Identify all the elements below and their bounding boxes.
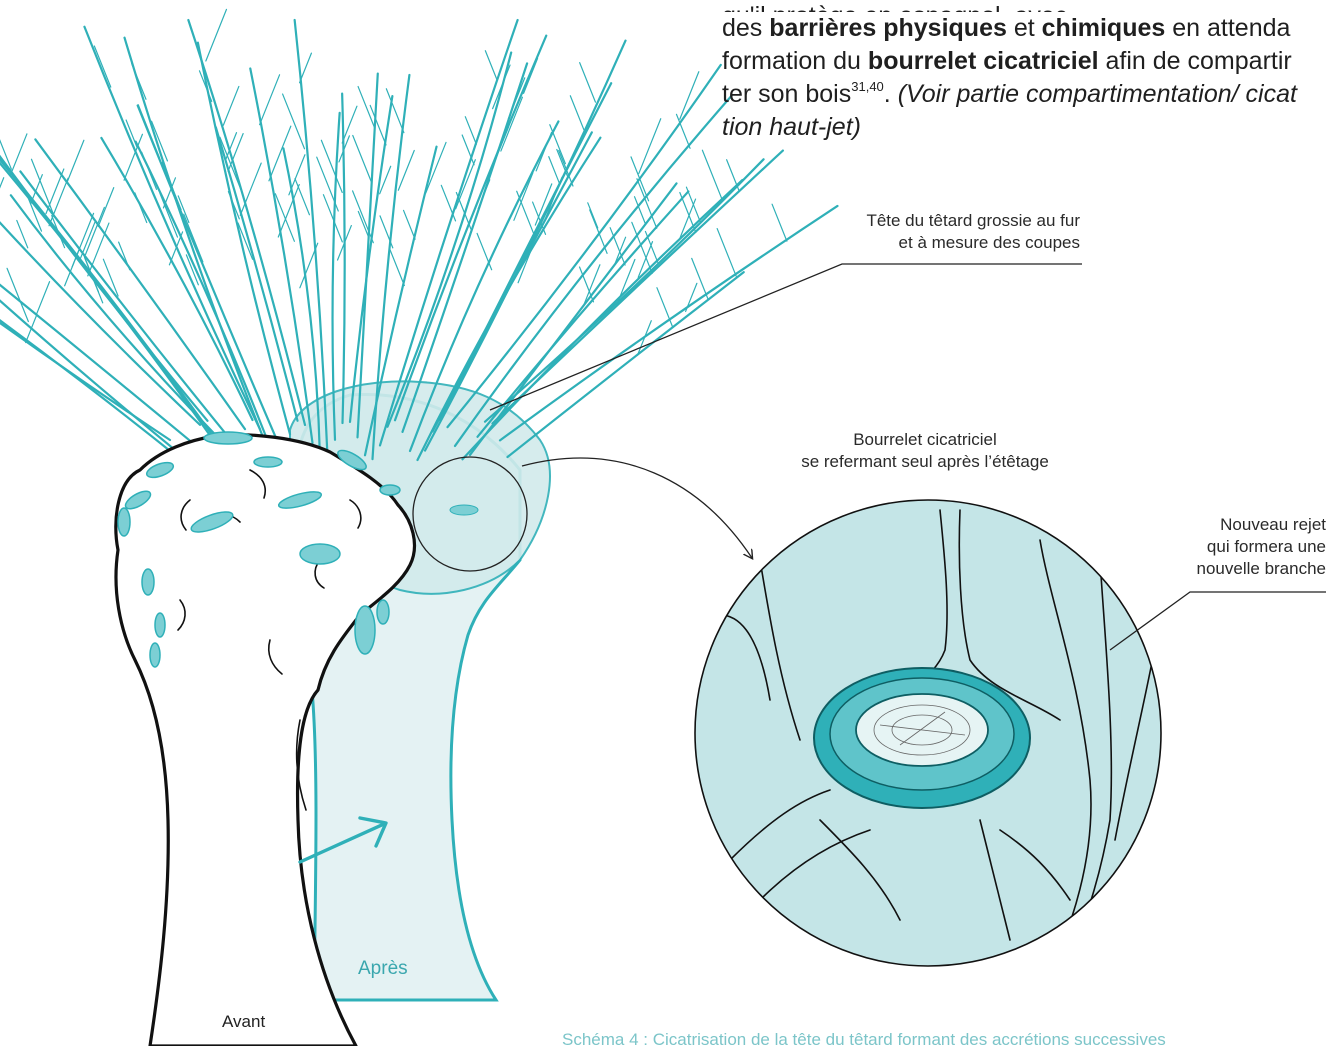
twig [300,53,312,83]
intro-text: en attenda [1165,14,1290,42]
twig [557,149,568,177]
twig [580,63,596,102]
twig [524,58,538,93]
branch [380,20,518,445]
citation-superscript: 31,40 [851,79,884,94]
twig [490,127,509,174]
label-apres: Après [358,958,408,980]
label-bourrelet: Bourrelet cicatriciel se refermant seul … [760,429,1090,473]
twig [342,106,357,143]
label-avant: Avant [222,1012,265,1032]
twig [702,150,721,198]
twig [36,282,49,315]
zoom-circle [695,500,1161,966]
twig [570,96,585,134]
intro-text: . [884,80,898,108]
intro-text: afin de compartir [1099,47,1292,75]
label-line: qui formera une [1120,536,1326,558]
twig [514,173,533,221]
twig [206,9,227,61]
label-line: Nouveau rejet [1120,514,1326,536]
intro-paragraph: qu'il protège en espagnol, avec des barr… [722,0,1330,144]
twig [686,283,697,311]
intro-text: des [722,14,769,42]
twig [692,258,709,299]
label-nouveau-rejet: Nouveau rejet qui formera une nouvelle b… [1120,514,1326,580]
twig [240,163,261,215]
twig [404,210,416,239]
twig [135,193,147,223]
intro-bold: chimiques [1042,14,1166,42]
label-line: et à mesure des coupes [780,232,1080,254]
intro-line-0: qu'il protège en espagnol, avec [722,2,1067,12]
twig [124,134,142,180]
twig [631,157,649,201]
label-line: Bourrelet cicatriciel [760,429,1090,451]
twig [94,46,110,87]
twig [358,211,368,237]
twig [680,72,699,120]
label-head-growth: Tête du têtard grossie au fur et à mesur… [780,210,1080,254]
twig [462,135,474,165]
twig [152,121,168,161]
twig [727,160,740,192]
twig [386,89,404,133]
twig [289,155,305,195]
twig [138,105,159,158]
label-line: se refermant seul après l’étêtage [760,451,1090,473]
twig [295,179,309,215]
twig [550,125,566,164]
intro-text: et [1007,14,1042,42]
twig [0,178,4,210]
twig [441,185,455,221]
twig [358,87,375,129]
branch [0,160,223,454]
twig [98,188,113,227]
label-line: Tête du têtard grossie au fur [780,210,1080,232]
twig [260,75,280,125]
intro-text: formation du [722,47,868,75]
twig [477,233,492,269]
twig [67,140,84,183]
twig [549,157,560,185]
intro-bold: bourrelet cicatriciel [868,47,1099,75]
twig [717,229,736,277]
branch [0,125,208,421]
twig [588,203,598,228]
label-line: nouvelle branche [1120,558,1326,580]
twig [10,134,27,176]
twig [501,97,523,151]
branch [0,125,230,459]
figure-caption: Schéma 4 : Cicatrisation de la tête du t… [562,1030,1330,1050]
twig [590,210,607,253]
intro-text: ter son bois [722,80,851,108]
twig [132,64,146,100]
twig [517,191,534,235]
twig [353,135,372,182]
twig [398,150,414,190]
twig [485,51,497,80]
twig [536,132,551,170]
twig [72,213,93,267]
twig [465,117,476,145]
twig [370,105,386,145]
twig [321,140,342,192]
intro-bold: barrières physiques [769,14,1007,42]
twig [456,160,476,209]
twig [283,94,305,149]
intro-italic: tion haut-jet) [722,113,861,141]
twig [390,249,405,286]
callout-arrow-icon [522,458,752,558]
twig [49,178,68,225]
twig [7,268,28,321]
twig [680,193,696,233]
twig [223,86,239,125]
intro-italic: (Voir partie compartimentation/ cicat [898,80,1297,108]
